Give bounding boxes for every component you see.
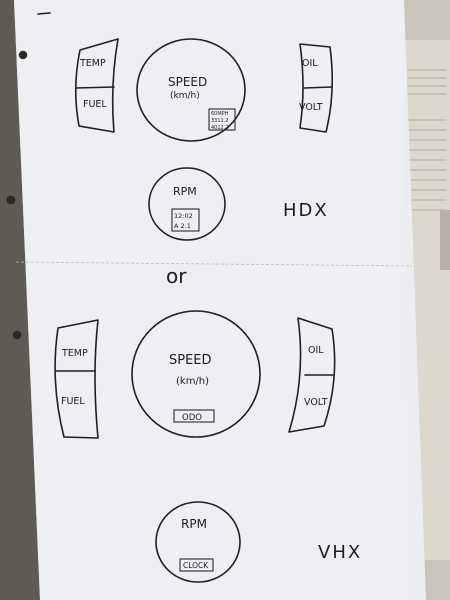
bottom-temp-label: TEMP [61,348,88,359]
bottom-volt-label: VOLT [304,397,328,408]
top-rpm-lcd-line-1: 12:02 [174,212,193,220]
top-tachometer: RPM 12:02 A 2.1 [148,167,226,241]
top-temp-label: TEMP [79,58,106,69]
top-right-side-gauge: OIL VOLT [299,43,334,133]
bottom-speed-unit: (km/h) [176,376,209,387]
model-label-vhx: VHX [318,542,362,563]
bottom-rpm-label: RPM [181,517,207,531]
top-speedometer: SPEED (km/h) 60MPH 3311.2 4012.2 [136,38,246,142]
top-rpm-label: RPM [173,185,197,198]
bottom-clock-lcd [179,558,214,572]
bottom-right-side-gauge: OIL VOLT [288,317,336,433]
top-lcd-line-2: 3311.2 [211,118,229,124]
top-lcd-line-1: 60MPH [211,111,229,117]
punch-hole [6,195,16,205]
top-left-side-gauge: TEMP FUEL [74,38,119,133]
bottom-left-side-gauge: TEMP FUEL [54,319,99,439]
pen-mark [37,12,51,15]
top-oil-label: OIL [302,58,318,69]
top-rpm-lcd-line-2: A 2.1 [174,222,191,230]
sketch-paper [14,0,426,600]
bottom-odo-lcd [173,409,215,423]
punch-hole [18,50,28,60]
bottom-speedometer: SPEED (km/h) ODO [131,310,261,438]
model-label-hdx: HDX [283,200,329,221]
top-volt-label: VOLT [299,102,323,113]
bottom-speed-label: SPEED [169,353,212,368]
top-speed-unit: (km/h) [170,91,200,101]
top-rpm-lcd [171,208,200,232]
bottom-odo-label: ODO [182,413,202,423]
top-lcd-line-3: 4012.2 [211,125,229,131]
bottom-fuel-label: FUEL [61,396,85,407]
top-fuel-label: FUEL [83,99,107,110]
bottom-tachometer: RPM CLOCK [155,501,241,583]
top-speed-label: SPEED [168,75,207,89]
top-speed-lcd [208,108,236,131]
or-separator: or [166,264,187,288]
bottom-oil-label: OIL [308,345,324,356]
bottom-clock-label: CLOCK [183,561,209,570]
punch-hole [12,330,22,340]
